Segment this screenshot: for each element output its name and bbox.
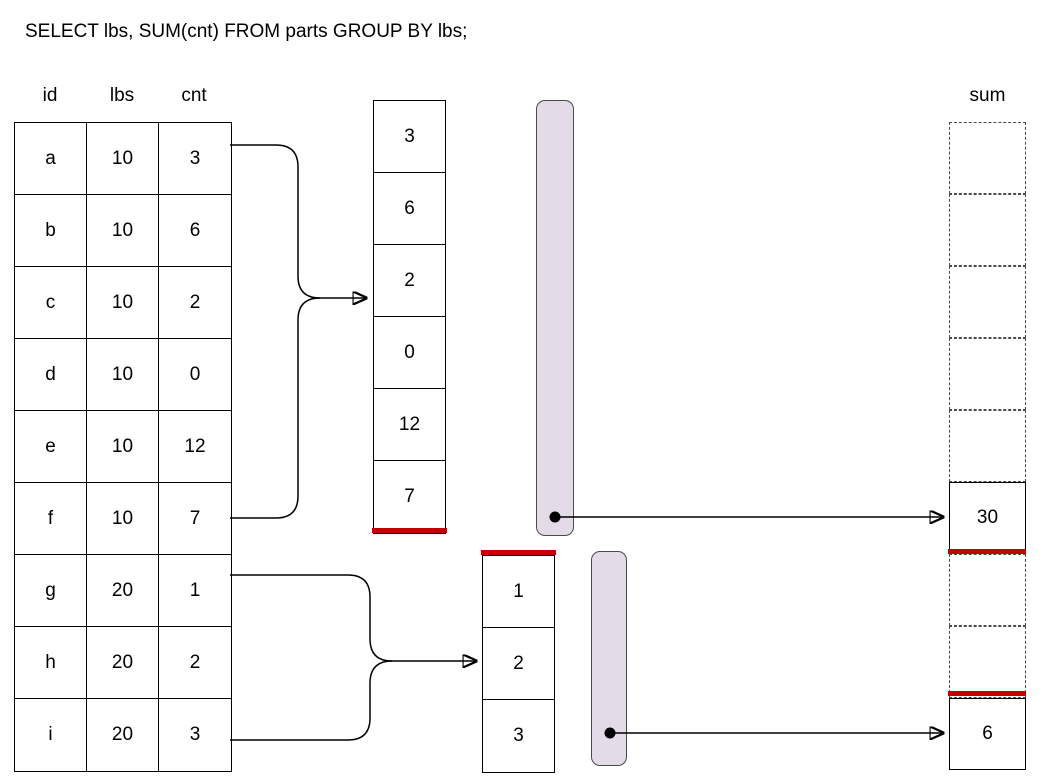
group2-start-marker xyxy=(481,550,556,555)
table-cell-lbs: 20 xyxy=(87,627,159,699)
table-cell-lbs: 10 xyxy=(87,195,159,267)
group2-values-column: 1 2 3 xyxy=(482,555,555,773)
group1-values-column: 3 6 2 0 12 7 xyxy=(373,100,446,534)
accumulator-group2 xyxy=(591,551,627,766)
group1-value-cell: 6 xyxy=(374,173,445,245)
sql-query-title: SELECT lbs, SUM(cnt) FROM parts GROUP BY… xyxy=(25,21,468,42)
column-header-lbs: lbs xyxy=(109,85,135,106)
group2-value-cell: 2 xyxy=(483,628,554,700)
group2-value-cell: 3 xyxy=(513,725,524,746)
table-cell-cnt: 3 xyxy=(159,123,231,195)
column-header-cnt: cnt xyxy=(181,85,207,106)
table-cell-cnt: 2 xyxy=(159,627,231,699)
group1-value-cell: 0 xyxy=(374,317,445,389)
column-header-id: id xyxy=(42,85,58,106)
sum-cell-empty xyxy=(949,626,1026,698)
table-cell-id: i xyxy=(15,699,87,771)
table-cell-id: d xyxy=(15,339,87,411)
column-header-sum: sum xyxy=(969,85,1006,106)
group1-brace-bottom xyxy=(230,297,321,519)
group1-brace-top xyxy=(230,144,321,299)
table-cell-id: f xyxy=(15,483,87,555)
sum-cell-empty xyxy=(949,194,1026,266)
group1-value-cell: 12 xyxy=(374,389,445,461)
table-cell-cnt: 0 xyxy=(159,339,231,411)
sum-cell-empty xyxy=(949,266,1026,338)
sum-cell-group2-result: 6 xyxy=(949,698,1026,770)
parts-table: a 10 3 b 10 6 c 10 2 d 10 0 e 10 12 f 10… xyxy=(14,122,232,772)
table-cell-lbs: 10 xyxy=(87,483,159,555)
sum-cell-empty xyxy=(949,122,1026,194)
group1-end-marker xyxy=(372,528,447,533)
sum-cell-empty xyxy=(949,554,1026,626)
table-cell-cnt: 1 xyxy=(159,555,231,627)
table-cell-lbs: 10 xyxy=(87,267,159,339)
table-cell-cnt: 2 xyxy=(159,267,231,339)
sum-cell-empty xyxy=(949,410,1026,482)
table-cell-cnt: 6 xyxy=(159,195,231,267)
table-cell-lbs: 10 xyxy=(87,411,159,483)
table-cell-cnt: 7 xyxy=(159,483,231,555)
accumulator-group1 xyxy=(536,100,574,536)
table-cell-cnt: 3 xyxy=(189,724,201,745)
group2-brace-bottom xyxy=(230,660,393,741)
sum-group2-start-marker xyxy=(948,691,1026,696)
group1-value-cell: 2 xyxy=(374,245,445,317)
table-cell-lbs: 20 xyxy=(87,555,159,627)
group1-value-cell: 7 xyxy=(404,486,415,507)
group1-value-cell: 3 xyxy=(374,101,445,173)
table-cell-id: h xyxy=(15,627,87,699)
table-cell-lbs: 10 xyxy=(87,123,159,195)
table-cell-id: e xyxy=(15,411,87,483)
table-cell-id: b xyxy=(15,195,87,267)
group2-value-cell: 1 xyxy=(483,556,554,628)
table-cell-id: c xyxy=(15,267,87,339)
table-cell-id: g xyxy=(15,555,87,627)
group2-brace-top xyxy=(230,574,393,662)
table-cell-id: a xyxy=(15,123,87,195)
table-cell-cnt: 12 xyxy=(159,411,231,483)
sum-cell-group1-result: 30 xyxy=(949,482,1026,554)
sum-cell-empty xyxy=(949,338,1026,410)
table-cell-lbs: 10 xyxy=(87,339,159,411)
sum-group1-end-marker xyxy=(948,549,1026,554)
table-cell-lbs: 20 xyxy=(87,699,159,771)
